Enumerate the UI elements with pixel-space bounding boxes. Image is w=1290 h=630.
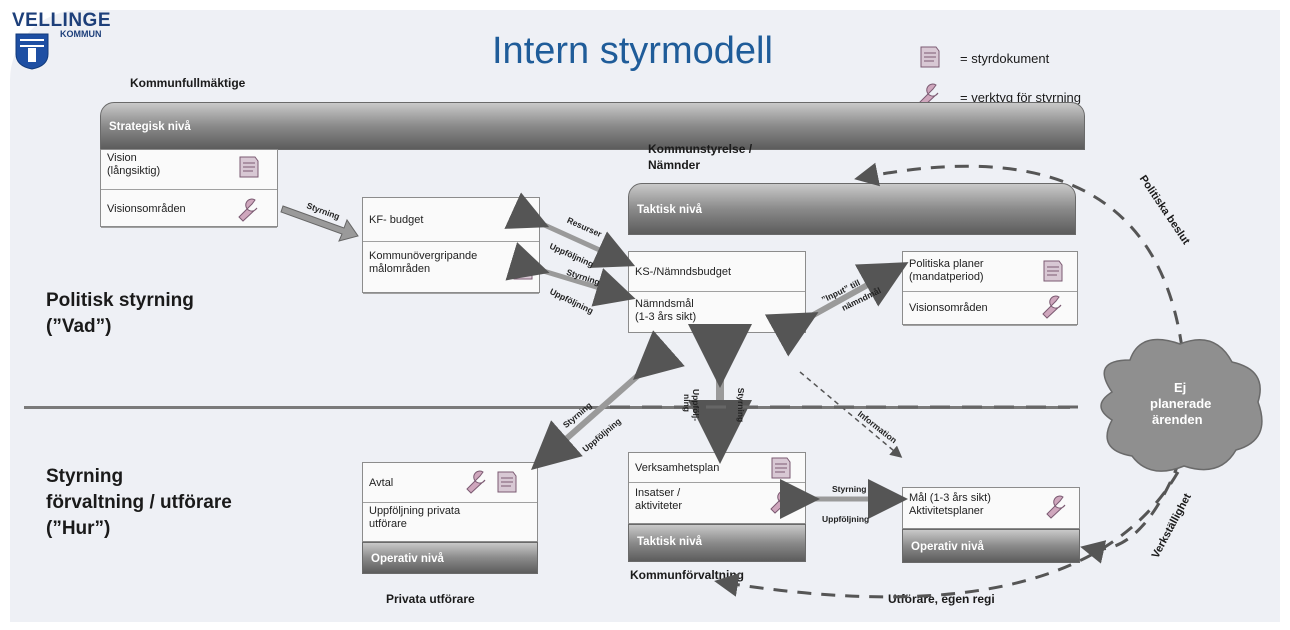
privata-avtal: Avtal <box>363 463 537 503</box>
label-uppfol-vertical-2: ning <box>681 394 692 412</box>
kf-malomraden: Kommunövergripande målområden <box>363 242 539 294</box>
egenregi-label: Utförare, egen regi <box>888 592 995 606</box>
label-styrning-vertical: Styrning <box>736 387 747 423</box>
cloud-line2: planerade <box>1150 396 1212 411</box>
document-icon <box>771 457 791 479</box>
kf-box: Vision (långsiktig) Visionsområden <box>100 149 278 228</box>
privata-line1: Uppföljning privata <box>369 505 461 517</box>
wrench-icon <box>770 490 790 514</box>
wrench-icon <box>238 198 258 222</box>
ks-budget: KS-/Nämndsbudget <box>629 252 805 292</box>
plans-box: Politiska planer (mandatperiod) Visionso… <box>902 251 1078 326</box>
kf-header: Strategisk nivå <box>100 102 1085 150</box>
level-divider <box>24 406 1070 409</box>
document-icon <box>497 471 517 493</box>
kf-budget: KF- budget <box>363 198 539 242</box>
privata-box: Avtal Uppföljning privata utförare <box>362 462 538 543</box>
kf-malomraden-line2: målområden <box>369 263 431 275</box>
kommunforv-header: Taktisk nivå <box>628 524 806 562</box>
label-uppfol-vertical-1: Uppfölj- <box>691 388 702 422</box>
kommunforv-line1: Insatser / <box>635 487 681 499</box>
kf-vision-line1: Vision <box>107 152 137 164</box>
egenregi-line2: Aktivitetsplaner <box>909 505 984 517</box>
ks-box: KS-/Nämndsbudget Nämndsmål (1-3 års sikt… <box>628 251 806 333</box>
label-styrning-egenregi: Styrning <box>832 484 867 494</box>
ks-namndsmal: Nämndsmål (1-3 års sikt) <box>629 292 805 334</box>
document-icon <box>1043 260 1063 282</box>
document-icon <box>239 156 259 178</box>
section-politisk-line2: (”Vad”) <box>46 316 112 337</box>
kf-label: Kommunfullmäktige <box>130 76 246 90</box>
wrench-icon <box>466 470 486 494</box>
kommunforv-box: Verksamhetsplan Insatser / aktiviteter <box>628 452 806 525</box>
page-title: Intern styrmodell <box>492 30 773 72</box>
egenregi-box: Mål (1-3 års sikt) Aktivitetsplaner <box>902 487 1080 529</box>
section-forv-line1: Styrning <box>46 466 124 487</box>
ks-namndsmal-line2: (1-3 års sikt) <box>635 311 697 323</box>
logo-text-vellinge: VELLINGE <box>12 10 112 31</box>
privata-uppfoljning: Uppföljning privata utförare <box>363 503 537 543</box>
logo: VELLINGE KOMMUN <box>10 10 160 70</box>
ks-namndsmal-line1: Nämndsmål <box>635 298 694 310</box>
logo-crest-icon <box>15 33 49 70</box>
kf-visionsomraden: Visionsområden <box>101 196 277 228</box>
wrench-icon <box>1042 295 1062 319</box>
kf-vision-line2: (långsiktig) <box>107 165 161 177</box>
plans-line2: (mandatperiod) <box>909 271 984 283</box>
ks-header: Taktisk nivå <box>628 183 1076 235</box>
logo-text-kommun: KOMMUN <box>60 29 102 39</box>
privata-line2: utförare <box>369 518 407 530</box>
kf-vision: Vision (långsiktig) <box>101 150 277 190</box>
section-politisk-line1: Politisk styrning <box>46 290 194 311</box>
kf-budget-box: KF- budget Kommunövergripande målområden <box>362 197 540 294</box>
section-forv-line3: (”Hur”) <box>46 518 111 539</box>
kommunforv-label: Kommunförvaltning <box>630 568 744 582</box>
ks-label-line1: Kommunstyrelse / <box>648 142 753 156</box>
document-icon <box>513 258 533 280</box>
legend-doc-label: = styrdokument <box>960 51 1050 66</box>
egenregi-header: Operativ nivå <box>902 529 1080 563</box>
kf-malomraden-line1: Kommunövergripande <box>369 250 478 262</box>
section-forv-line2: förvaltning / utförare <box>46 492 232 513</box>
wrench-icon <box>919 83 939 107</box>
privata-header: Operativ nivå <box>362 542 538 574</box>
ks-label-line2: Nämnder <box>648 158 701 172</box>
cloud-line1: Ej <box>1174 380 1187 395</box>
document-icon <box>920 46 940 68</box>
plans-line1: Politiska planer <box>909 258 984 270</box>
cloud-line3: ärenden <box>1152 412 1203 427</box>
kommunforv-line2: aktiviteter <box>635 500 683 512</box>
label-uppfoljning-egenregi: Uppföljning <box>822 514 870 524</box>
privata-label: Privata utförare <box>386 592 475 606</box>
legend-tool-label: = verktyg för styrning <box>960 90 1082 105</box>
wrench-icon <box>1046 495 1066 519</box>
egenregi-line1: Mål (1-3 års sikt) <box>909 492 991 504</box>
